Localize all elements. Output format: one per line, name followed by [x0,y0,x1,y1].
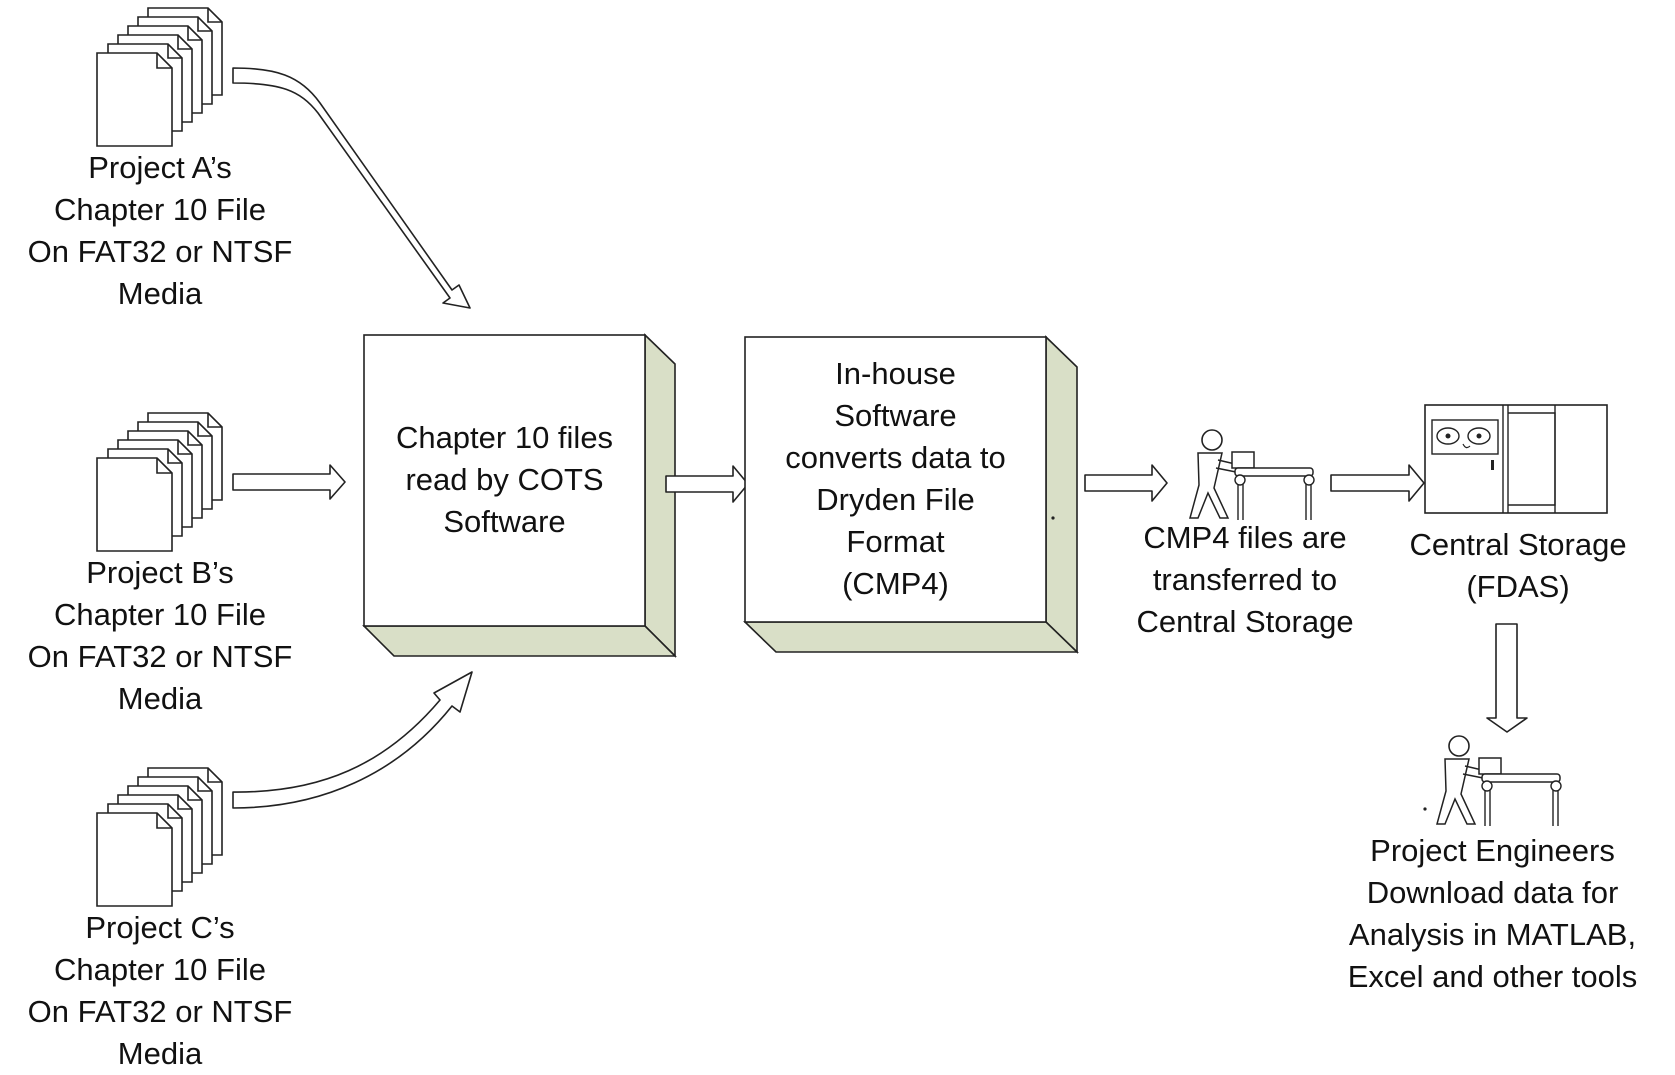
document-stack-icon [96,767,223,907]
flow-arrow-c-to-cots [232,671,473,809]
flow-arrow-a-to-cots [232,67,471,309]
central-storage-label: Central Storage (FDAS) [1409,527,1627,604]
flow-arrow-transfer-to-storage [1330,464,1425,502]
document-stack-icon [96,412,223,552]
flow-arrow-storage-to-engineers [1486,623,1528,733]
flow-arrow-b-to-cots [232,464,346,500]
project-c-source-label: Project C’s Chapter 10 File On FAT32 or … [27,910,293,1071]
transfer-step-label: CMP4 files are transferred to Central St… [1136,520,1354,639]
cots-box-label: Chapter 10 files read by COTS Software [395,420,614,539]
storage-cabinet-icon [1424,404,1608,514]
inhouse-box-label: In-house Software converts data to Dryde… [785,356,1006,601]
project-b-source-label: Project B’s Chapter 10 File On FAT32 or … [27,555,293,716]
project-engineers-label: Project Engineers Download data for Anal… [1347,833,1638,994]
inhouse-software-box [743,335,1079,654]
flow-arrow-inhouse-to-transfer [1084,464,1168,502]
document-stack-icon [96,7,223,147]
cots-software-box [362,333,677,658]
person-conveyor-icon [1436,735,1562,827]
person-conveyor-icon [1189,429,1315,521]
project-a-source-label: Project A’s Chapter 10 File On FAT32 or … [27,150,293,311]
flow-arrow-cots-to-inhouse [665,465,749,503]
